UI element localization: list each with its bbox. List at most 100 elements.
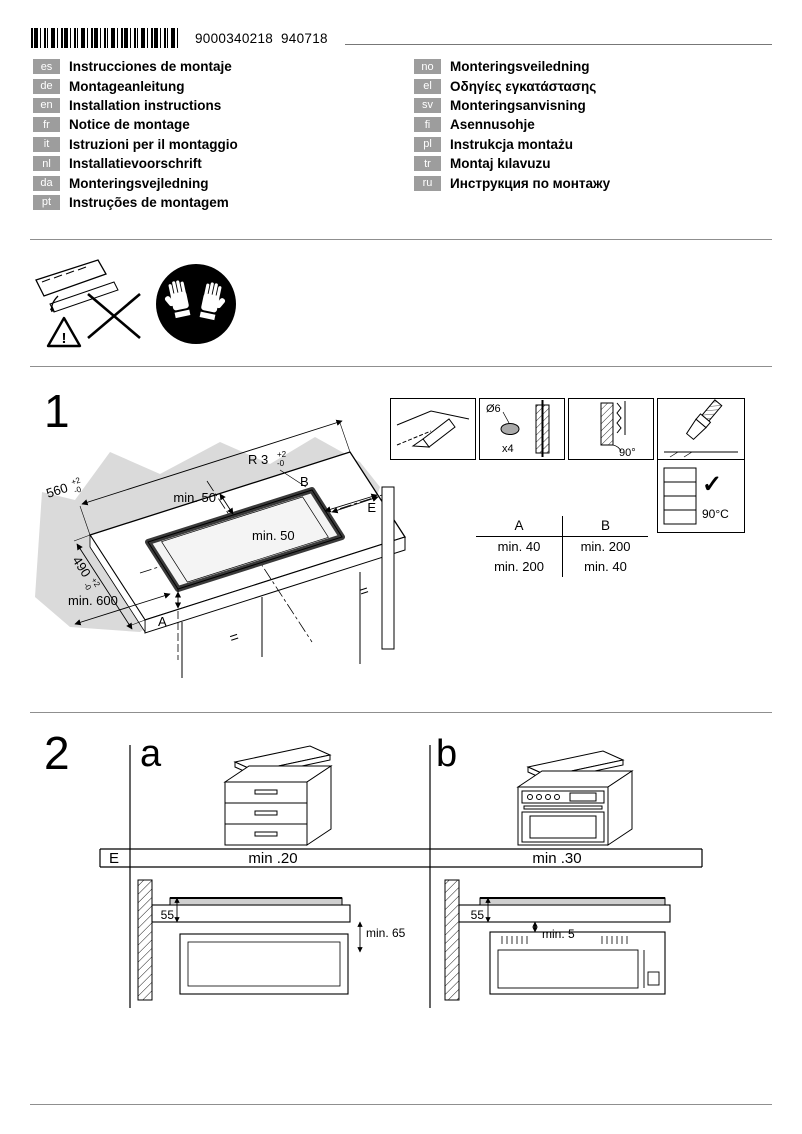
min50-side-label: min. 50 — [252, 528, 295, 543]
language-code-badge: fi — [414, 117, 441, 133]
drill-diameter-label: Ø6 — [486, 403, 501, 415]
barcode-number: 9000340218 — [195, 31, 274, 46]
table-cell: min. 40 — [562, 557, 648, 577]
language-title: Instruções de montagem — [69, 194, 229, 210]
svg-text:+2: +2 — [70, 475, 82, 487]
svg-text:-0: -0 — [82, 581, 94, 592]
checkmark: ✓ — [702, 471, 722, 498]
language-row: ru Инструкция по монтажу — [414, 173, 610, 192]
detail-box-drilling: Ø6 x4 — [479, 398, 565, 460]
thickness-a-label: 55 — [161, 908, 175, 922]
drill-count-label: x4 — [502, 443, 514, 455]
thickness-b-label: 55 — [471, 908, 485, 922]
clearance-a-label: min .20 — [248, 850, 297, 867]
svg-text:R 3: R 3 — [248, 452, 268, 467]
divider — [30, 712, 772, 713]
width-dimension: 560 +2 -0 — [44, 475, 82, 501]
brush-icon — [664, 399, 738, 458]
table-cell: min. 200 — [494, 559, 544, 574]
svg-text:560: 560 — [44, 480, 69, 501]
language-code-badge: el — [414, 78, 441, 94]
detail-box-sealing — [657, 398, 745, 460]
divider — [30, 1104, 772, 1105]
equal-spacing-2: = — [357, 582, 371, 601]
radius-dimension: R 3 +2 -0 — [248, 450, 307, 488]
saw-icon: 90° — [600, 401, 636, 459]
language-row: de Montageanleitung — [33, 76, 238, 95]
language-title: Instrukcja montażu — [450, 136, 574, 152]
language-code-badge: de — [33, 78, 60, 94]
glass-edge-warning-icon: ! — [35, 259, 141, 348]
language-title: Installatievoorschrift — [69, 156, 202, 172]
language-title: Инструкция по монтажу — [450, 175, 611, 191]
table-header-row: A B — [476, 516, 648, 537]
language-code-badge: en — [33, 97, 60, 113]
wear-gloves-icon — [156, 264, 236, 344]
detail-box-temperature: ✓ 90°C — [657, 459, 745, 533]
language-code-badge: es — [33, 59, 60, 75]
step-2-number: 2 — [44, 727, 70, 779]
equal-spacing-1: = — [227, 628, 241, 647]
dim-b-label: B — [300, 474, 309, 489]
svg-text:-0: -0 — [277, 459, 285, 468]
divider — [30, 366, 772, 367]
gap-b-label: min. 5 — [542, 927, 575, 941]
language-code-badge: no — [414, 59, 441, 75]
step-1-number: 1 — [44, 385, 70, 437]
language-code-badge: sv — [414, 97, 441, 113]
header-rule — [345, 44, 772, 45]
detail-box-sawing: 90° — [568, 398, 654, 460]
barcode — [31, 28, 181, 48]
language-row: no Monteringsveiledning — [414, 57, 610, 76]
language-code-badge: nl — [33, 156, 60, 172]
language-row: nl Installatievoorschrift — [33, 154, 238, 173]
drawer-unit-isometric — [223, 745, 333, 846]
exclamation-mark: ! — [62, 330, 67, 347]
glue-temp-label: 90°C — [702, 507, 729, 521]
svg-text:+2: +2 — [277, 450, 287, 459]
divider — [30, 239, 772, 240]
min600-label: min. 600 — [68, 593, 118, 608]
oven-isometric — [516, 750, 634, 846]
language-code-badge: pl — [414, 136, 441, 152]
language-title: Monteringsvejledning — [69, 175, 209, 191]
table-row: min. 200 min. 40 — [476, 557, 648, 577]
drawer-cross-section: 55 min. 65 — [137, 879, 406, 1001]
marking-icon — [396, 410, 470, 448]
dim-e-label: E — [367, 500, 376, 515]
language-row: sv Monteringsanvisning — [414, 96, 610, 115]
language-title: Istruzioni per il montaggio — [69, 136, 238, 152]
saw-angle-label: 90° — [619, 447, 636, 459]
table-col-b: B — [562, 516, 648, 536]
oven-cross-section: 55 min. 5 — [444, 879, 671, 1001]
language-code-badge: it — [33, 136, 60, 152]
language-title: Asennusohje — [450, 117, 535, 133]
table-cell: min. 200 — [562, 537, 648, 557]
language-title: Installation instructions — [69, 97, 222, 113]
clearance-table: A B min. 40 min. 200 min. 200 min. 40 — [476, 516, 648, 577]
language-title: Monteringsveiledning — [450, 59, 590, 75]
dim-e-row-label: E — [109, 850, 119, 867]
clearance-b-label: min .30 — [532, 850, 581, 867]
language-row: fi Asennusohje — [414, 115, 610, 134]
dim-a-label: A — [158, 614, 167, 629]
worktop-cutout-drawing: 560 +2 -0 490 +2 -0 min. 600 R 3 +2 -0 m… — [35, 419, 407, 678]
temperature-check-icon: ✓ 90°C — [663, 467, 729, 525]
gap-a-label: min. 65 — [366, 926, 406, 940]
language-title: Montageanleitung — [69, 78, 185, 94]
table-col-a: A — [514, 518, 524, 533]
installation-variants-drawing: E min .20 min .30 — [99, 745, 703, 1008]
language-row: it Istruzioni per il montaggio — [33, 135, 238, 154]
language-title: Montaj kılavuzu — [450, 156, 551, 172]
language-code-badge: ru — [414, 175, 441, 191]
date-code: 940718 — [281, 31, 328, 46]
table-cell: min. 40 — [497, 539, 541, 554]
language-title: Monteringsanvisning — [450, 97, 586, 113]
min50-top-label: min. 50 — [173, 490, 216, 505]
